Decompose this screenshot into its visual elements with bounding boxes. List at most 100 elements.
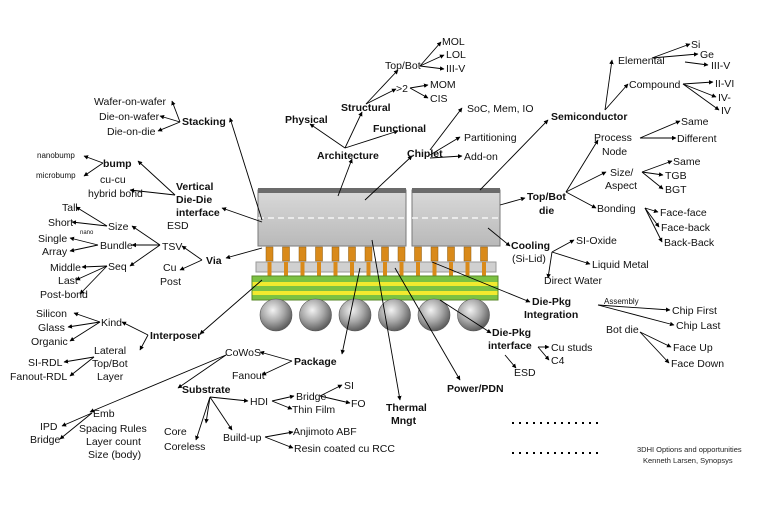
solder-ball-row <box>259 298 490 332</box>
tsv-pillar <box>416 262 420 276</box>
connector-arrow <box>309 123 346 149</box>
label-bump: bump <box>103 158 132 170</box>
label-array: Array <box>42 246 68 258</box>
label-process: Process <box>594 132 632 144</box>
microbump <box>348 246 356 262</box>
connector-arrow <box>644 207 663 243</box>
tsv-pillar <box>383 262 387 276</box>
connector-arrow <box>61 412 93 427</box>
label-si-small: SI <box>344 380 354 392</box>
label-chip-first: Chip First <box>672 305 717 317</box>
connector-arrow <box>439 299 492 334</box>
connector-arrow <box>195 396 211 441</box>
microbump <box>364 246 373 262</box>
microbump <box>265 246 274 262</box>
connector-arrow <box>651 52 699 59</box>
connector-arrow <box>157 121 181 132</box>
label-build-up: Build-up <box>223 432 262 444</box>
label-top-bot-left: Top/Bot <box>92 358 128 370</box>
connector-arrow <box>69 321 101 342</box>
connector-arrow <box>177 354 227 389</box>
connector-arrow <box>684 61 709 67</box>
label-assembly: Assembly <box>604 297 639 306</box>
tsv-pillar <box>284 262 288 276</box>
label-stacking: Stacking <box>182 116 226 128</box>
connector-arrow <box>551 251 591 265</box>
label-mom: MOM <box>430 79 456 91</box>
label-core: Core <box>164 426 187 438</box>
microbump <box>414 246 422 262</box>
label-ge: Ge <box>700 49 715 61</box>
label-different: Different <box>677 133 717 145</box>
microbump <box>463 246 472 262</box>
connector-arrow <box>644 207 660 228</box>
label-size-body: Size (body) <box>88 449 142 461</box>
label-face-down: Face Down <box>671 358 725 370</box>
connector-arrow <box>419 41 442 67</box>
label-cowos: CoWoS <box>225 347 261 359</box>
label-vertical-2: Die-Die <box>176 194 213 206</box>
label-tall: Tall <box>62 202 78 214</box>
label-ipd: IPD <box>40 421 58 433</box>
label-post-bond: Post-bond <box>40 289 88 301</box>
connector-arrow <box>129 188 176 196</box>
tsv-pillar <box>300 262 305 276</box>
label-cu-cu-1: cu-cu <box>100 174 126 186</box>
connector-arrow <box>394 267 461 381</box>
label-physical: Physical <box>285 114 328 126</box>
connector-arrow <box>229 117 263 221</box>
connector-arrow <box>69 236 99 246</box>
label-chip-last: Chip Last <box>676 320 721 332</box>
label-si-oxide: SI-Oxide <box>576 235 617 247</box>
connector-arrow <box>179 259 203 271</box>
connector-arrow <box>131 225 161 246</box>
connector-arrow <box>641 171 664 190</box>
connector-arrow <box>364 155 413 201</box>
label-face-up: Face Up <box>673 342 713 354</box>
connector-arrow <box>429 107 463 151</box>
label-die-pkg-integ-2: Integration <box>524 309 579 321</box>
credit-line-1: 3DHI Options and opportunities <box>637 445 742 454</box>
label-thermal-2: Mngt <box>391 415 417 427</box>
label-single: Single <box>38 233 68 245</box>
connector-arrow <box>419 65 445 71</box>
label-bridge-right: Bridge <box>296 391 327 403</box>
label-ajinomoto: Anjimoto ABF <box>293 426 357 438</box>
label-size: Size <box>108 221 129 233</box>
label-thin-film: Thin Film <box>292 404 336 416</box>
connector-arrow <box>365 69 399 105</box>
tsv-pillar <box>432 262 437 276</box>
label-cu-cu-2: hybrid bond <box>88 188 143 200</box>
label-die-on-die: Die-on-die <box>107 126 156 138</box>
connector-arrow <box>63 356 95 364</box>
label-die-pkg-integ-1: Die-Pkg <box>532 296 572 308</box>
label-layer-count: Layer count <box>86 436 141 448</box>
connector-arrow <box>644 207 659 213</box>
connector-arrow <box>431 261 531 303</box>
connector-arrow <box>89 354 227 413</box>
connector-arrow <box>429 136 461 156</box>
connector-arrow <box>171 100 181 123</box>
connector-arrow <box>597 304 671 312</box>
label-size-aspect-1: Size/ <box>610 167 634 179</box>
connector-arrow <box>565 191 597 209</box>
connector-arrow <box>409 83 429 89</box>
package-cross-section <box>251 188 501 332</box>
label-nano: nano <box>80 230 94 236</box>
label-partitioning: Partitioning <box>464 132 517 144</box>
substrate-layer <box>252 276 498 300</box>
label-wafer-on-wafer: Wafer-on-wafer <box>94 96 166 108</box>
solder-ball <box>457 298 490 332</box>
connector-arrow <box>71 220 108 227</box>
connector-arrow <box>209 396 249 403</box>
label-silicon: Silicon <box>36 308 67 320</box>
label-hdi: HDI <box>250 396 269 408</box>
label-gt2: >2 <box>396 83 408 95</box>
label-si: Si <box>691 39 701 51</box>
credit-line-2: Kenneth Larsen, Synopsys <box>643 456 733 465</box>
connector-arrow <box>69 244 99 253</box>
connector-arrow <box>264 436 294 449</box>
label-cis: CIS <box>430 93 448 105</box>
connector-arrow <box>537 346 550 361</box>
connector-arrow <box>204 396 211 424</box>
